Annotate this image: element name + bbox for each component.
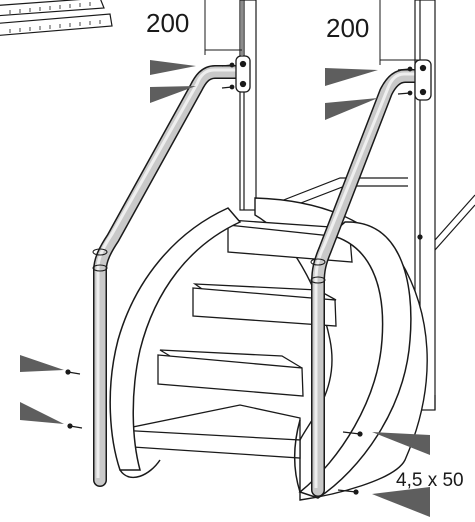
dimension-line-left xyxy=(204,0,243,55)
wall-post-left xyxy=(239,0,257,211)
folding-ruler-icon xyxy=(0,0,113,36)
handrail-left xyxy=(92,65,247,487)
dimension-line-right xyxy=(379,0,421,65)
stair-steps xyxy=(117,219,357,459)
screw-size-label: 4,5 x 50 xyxy=(396,470,464,491)
wall-mount-bracket-right xyxy=(414,59,432,101)
step-4 xyxy=(117,404,301,459)
dimension-label-left: 200 xyxy=(146,8,190,38)
direction-arrow xyxy=(20,60,430,517)
dimension-label-right: 200 xyxy=(326,13,370,43)
stair-front-panel-right xyxy=(294,221,412,499)
screw xyxy=(65,62,413,495)
step-2 xyxy=(192,283,337,327)
handrail-right xyxy=(310,69,427,497)
step-3 xyxy=(157,349,304,397)
stair-side-panel-left xyxy=(109,207,242,479)
wall-mount-bracket-left xyxy=(235,55,251,93)
